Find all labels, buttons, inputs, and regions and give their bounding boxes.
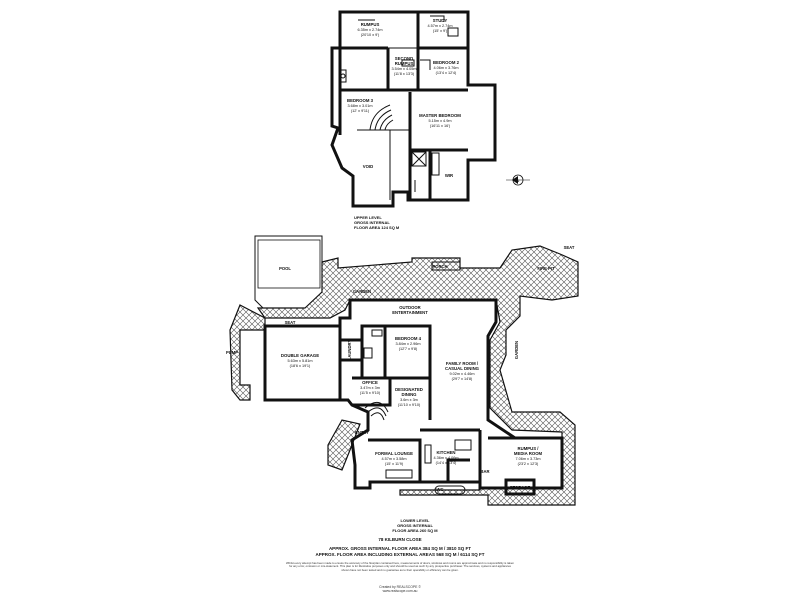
study-dim2: (15' x 9')	[433, 29, 448, 33]
pump-label: PUMP	[226, 350, 238, 355]
lower-level-line3: FLOOR AREA 260 SQ M	[392, 528, 438, 533]
compass-icon: N	[506, 174, 530, 186]
second-rumpus-dim2: (11'8 x 13'3)	[394, 72, 415, 76]
dining-name2: DINING	[401, 392, 417, 397]
master-bedroom-name: MASTER BEDROOM	[419, 113, 461, 118]
media-name: RUMPUS /	[517, 446, 539, 451]
rumpus-dim2: (20'10 x 9')	[361, 33, 380, 37]
kitchen-dim1: 4.36m x 4.06m	[433, 456, 458, 460]
seat-right-label: SEAT	[564, 245, 575, 250]
entertainment-label: ENTERTAINMENT	[392, 310, 428, 315]
upper-stair	[369, 104, 394, 131]
second-rumpus-dim1: 3.54m x 4.05m	[391, 67, 416, 71]
laundry-label: LAUNDRY	[347, 340, 352, 361]
master-bedroom-dim1: 5.15m x 4.9m	[428, 119, 451, 123]
upper-outer-wall	[330, 10, 497, 208]
rumpus-name: RUMPUS	[361, 22, 380, 27]
office-dim2: (11'5 x 9'10)	[360, 391, 381, 395]
compass-label: N	[517, 178, 520, 183]
pool-label: POOL	[279, 266, 291, 271]
kitchen-dim2: (14'4 x 13'4)	[436, 461, 457, 465]
upper-level-caption: UPPER LEVEL GROSS INTERNAL FLOOR AREA 12…	[354, 215, 474, 230]
upper-level-plan: RUMPUS 6.35m x 2.74m (20'10 x 9') STUDY …	[330, 10, 497, 208]
credit-text: Created by REALSCOPE ©	[379, 585, 421, 589]
upper-level-line2: GROSS INTERNAL	[354, 220, 390, 225]
disclaimer-text: Whilst every attempt has been made to en…	[286, 561, 514, 572]
master-bedroom-dim2: (16'11 x 16')	[430, 124, 451, 128]
seat-left-label: SEAT	[285, 320, 296, 325]
bedroom4-dim1: 3.84m x 2.96m	[395, 342, 420, 346]
lower-stair	[364, 401, 389, 421]
property-address: 78 KILBURN CLOSE	[378, 537, 422, 542]
lower-level-plan: POOL GARDEN GARDEN SEAT SEAT PUMP PORCH …	[226, 235, 579, 506]
bedroom3-dim1: 3.68m x 3.01m	[347, 104, 372, 108]
study-name: STUDY	[433, 18, 448, 23]
area-internal: APPROX. GROSS INTERNAL FLOOR AREA 384 SQ…	[328, 546, 472, 551]
dining-dim1: 3.6m x 3m	[400, 398, 418, 402]
office-dim1: 3.47m x 3m	[360, 386, 380, 390]
media-dim2: (23'2 x 12'3)	[518, 462, 539, 466]
wir-name: WIR	[445, 173, 454, 178]
kitchen-name: KITCHEN	[436, 450, 455, 455]
area-external: APPROX. FLOOR AREA INCLUDING EXTERNAL AR…	[315, 552, 485, 557]
bar-label: BAR	[480, 469, 489, 474]
second-rumpus-name2: RUMPUS	[395, 61, 414, 66]
garden-side-label: GARDEN	[514, 341, 519, 359]
formal-lounge-name: FORMAL LOUNGE	[375, 451, 413, 456]
family-dim1: 9.02m x 4.46m	[449, 372, 474, 376]
bedroom3-name: BEDROOM 3	[347, 98, 374, 103]
bedroom3-dim2: (12' x 9'11)	[351, 109, 370, 113]
formal-lounge-dim1: 4.57m x 3.58m	[381, 457, 406, 461]
office-name: OFFICE	[362, 380, 378, 385]
media-dim1: 7.06m x 3.73m	[515, 457, 540, 461]
second-rumpus-name: SECOND	[395, 56, 413, 61]
upper-level-title: UPPER LEVEL	[354, 215, 382, 220]
void-name: VOID	[363, 164, 374, 169]
formal-lounge-dim2: (15' x 11'9)	[385, 462, 404, 466]
study-dim1: 4.57m x 2.74m	[427, 24, 452, 28]
rumpus-dim1: 6.35m x 2.74m	[357, 28, 382, 32]
garage-dim1: 5.63m x 5.81m	[287, 359, 312, 363]
bedroom4-dim2: (12'7 x 9'8)	[399, 347, 418, 351]
entry-label: ENTRY	[355, 430, 369, 435]
garage-name: DOUBLE GARAGE	[281, 353, 319, 358]
lower-level-caption: LOWER LEVEL GROSS INTERNAL FLOOR AREA 26…	[370, 518, 460, 533]
dining-dim2: (11'10 x 9'10)	[398, 403, 421, 407]
fire-pit-label: FIRE PIT	[537, 266, 555, 271]
dining-name: DESIGNATED	[395, 387, 423, 392]
family-name: FAMILY ROOM /	[446, 361, 479, 366]
upper-level-line3: FLOOR AREA 124 SQ M	[354, 225, 400, 230]
lower-level-title: LOWER LEVEL	[400, 518, 430, 523]
lower-level-line2: GROSS INTERNAL	[397, 523, 433, 528]
bedroom2-dim2: (13'4 x 12'4)	[436, 71, 457, 75]
credit-block: Created by REALSCOPE © www.realscope.com…	[330, 585, 470, 593]
bedroom2-dim1: 4.06m x 3.76m	[433, 66, 458, 70]
entry-steps	[327, 419, 361, 471]
outdoor-label: OUTDOOR	[399, 305, 420, 310]
garden-top-label: GARDEN	[353, 289, 371, 294]
storage-label: STORAGE	[510, 485, 531, 490]
media-name2: MEDIA ROOM	[514, 451, 543, 456]
family-dim2: (29'7 x 14'8)	[452, 377, 473, 381]
porch-label: PORCH	[432, 264, 447, 269]
family-name2: CASUAL DINING	[445, 366, 480, 371]
bedroom4-name: BEDROOM 4	[395, 336, 422, 341]
garage-dim2: (18'6 x 19'1)	[290, 364, 311, 368]
bedroom2-name: BEDROOM 2	[433, 60, 460, 65]
credit-url: www.realscope.com.au	[382, 589, 418, 593]
wc-label: WC	[437, 487, 444, 492]
